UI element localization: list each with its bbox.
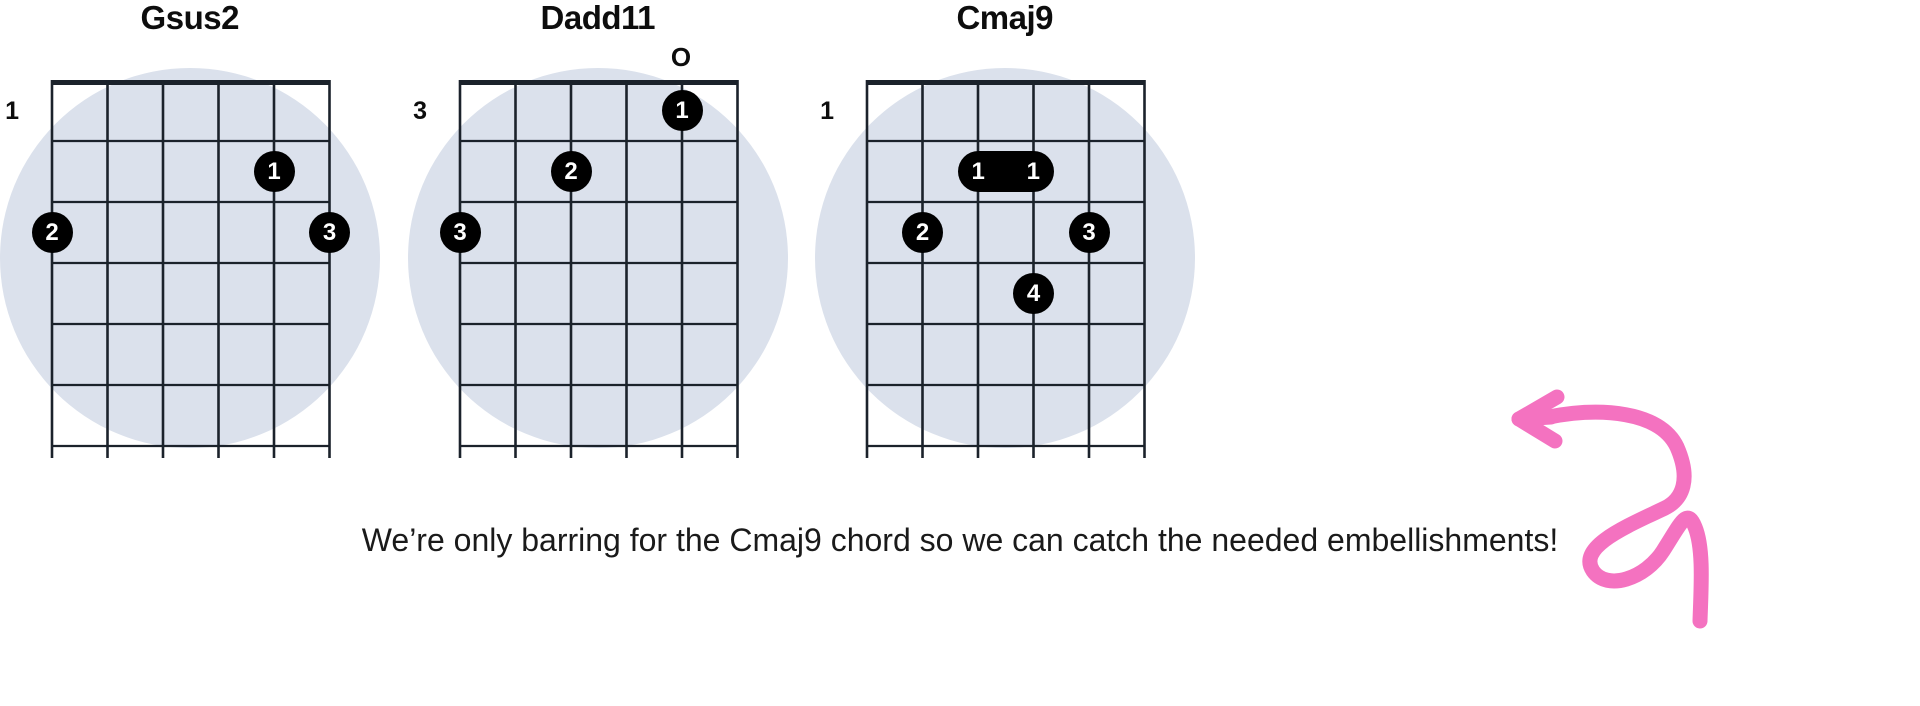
finger-dot[interactable]: 3 [1068, 212, 1110, 253]
finger-dot[interactable]: 3 [309, 212, 350, 253]
fretboard-grid [865, 80, 1146, 458]
chord-diagram-gsus2[interactable]: Gsus2 1 1 2 3 [0, 0, 449, 486]
chord-name-label: Cmaj9 [956, 0, 1054, 36]
chord-diagram-dadd11[interactable]: Dadd11 3 O 1 2 3 [339, 0, 857, 486]
barre-finger-label: 1 [1026, 157, 1040, 185]
barre-finger-label: 1 [971, 157, 985, 185]
finger-dot[interactable]: 1 [253, 151, 295, 192]
fretboard-wrapper [50, 80, 339, 460]
fretboard-wrapper [865, 80, 1154, 460]
fretboard-wrapper [458, 80, 747, 460]
fretboard-grid [458, 80, 739, 458]
chord-name-label: Dadd11 [540, 0, 656, 36]
finger-dot[interactable]: 3 [439, 212, 481, 253]
finger-dot[interactable]: 4 [1013, 273, 1054, 314]
open-string-marker: O [670, 42, 692, 72]
finger-dot[interactable]: 1 [661, 90, 703, 131]
curly-arrow-icon [1505, 375, 1755, 630]
finger-dot[interactable]: 2 [902, 212, 943, 253]
finger-dot[interactable]: 2 [31, 212, 73, 253]
starting-fret-label: 3 [413, 96, 427, 125]
chord-name-label: Gsus2 [140, 0, 240, 36]
starting-fret-label: 1 [820, 96, 834, 125]
caption-text: We’re only barring for the Cmaj9 chord s… [361, 522, 1559, 558]
starting-fret-label: 1 [5, 96, 19, 125]
fretboard-grid [50, 80, 331, 458]
finger-dot[interactable]: 2 [550, 151, 592, 192]
